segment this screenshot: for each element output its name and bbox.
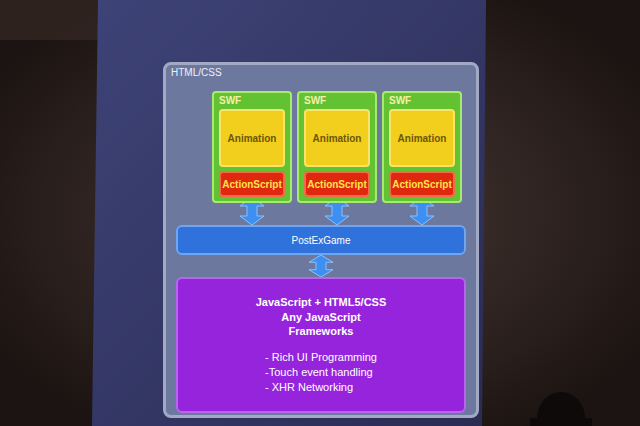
box-label: SWF — [304, 95, 326, 106]
actionscript-box: ActionScript — [304, 171, 370, 197]
bullet-item: - Rich UI Programming — [265, 350, 377, 365]
box-text: Animation — [398, 133, 447, 144]
swf-box: SWF AnimationActionScript — [297, 91, 377, 203]
box-text: Animation — [313, 133, 362, 144]
box-label: SWF — [219, 95, 241, 106]
box-text: ActionScript — [307, 179, 366, 190]
box-text: ActionScript — [392, 179, 451, 190]
swf-box: SWF AnimationActionScript — [212, 91, 292, 203]
double-arrow — [309, 255, 333, 277]
projected-slide — [92, 0, 486, 426]
animation-box: Animation — [389, 109, 455, 167]
animation-box: Animation — [304, 109, 370, 167]
swf-box: SWF AnimationActionScript — [382, 91, 462, 203]
html-css-panel: HTML/CSS SWF AnimationActionScript SWF Anima… — [163, 62, 479, 418]
heading-text: JavaScript + HTML5/CSS Any JavaScript Fr… — [250, 295, 392, 338]
presenter-shoulders — [530, 418, 592, 426]
javascript-box: JavaScript + HTML5/CSS Any JavaScript Fr… — [176, 277, 466, 413]
actionscript-box: ActionScript — [389, 171, 455, 197]
box-label: SWF — [389, 95, 411, 106]
bullet-list: - Rich UI Programming-Touch event handli… — [265, 350, 377, 395]
box-label: HTML/CSS — [171, 67, 222, 78]
actionscript-box: ActionScript — [219, 171, 285, 197]
box-text: PostExGame — [292, 235, 351, 246]
postexgame-band: PostExGame — [176, 225, 466, 255]
animation-box: Animation — [219, 109, 285, 167]
box-text: Animation — [228, 133, 277, 144]
bullet-item: -Touch event handling — [265, 365, 377, 380]
box-text: ActionScript — [222, 179, 281, 190]
bullet-item: - XHR Networking — [265, 380, 377, 395]
arrow-shape — [309, 255, 333, 277]
